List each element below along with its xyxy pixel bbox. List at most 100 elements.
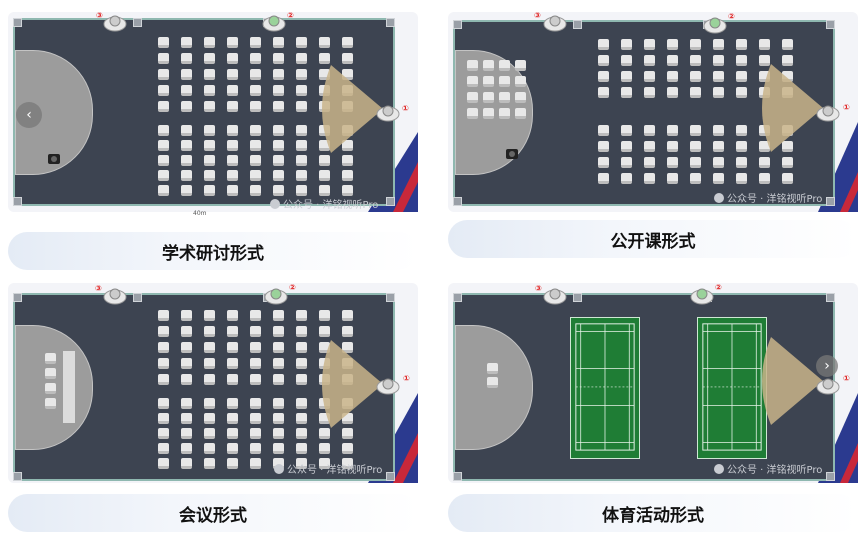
seat <box>227 155 238 166</box>
seat <box>319 428 330 439</box>
seat <box>342 185 353 196</box>
seat <box>342 458 353 469</box>
seat <box>342 170 353 181</box>
seat <box>296 125 307 136</box>
camera-device-icon <box>48 154 60 164</box>
seat <box>667 157 678 168</box>
seat <box>250 53 261 64</box>
seat <box>204 358 215 369</box>
seat <box>296 413 307 424</box>
seat <box>296 155 307 166</box>
seat <box>342 69 353 80</box>
seat <box>227 53 238 64</box>
court-lines <box>702 323 762 451</box>
seat <box>690 71 701 82</box>
seat <box>296 170 307 181</box>
room-floor <box>453 20 835 206</box>
seat <box>273 101 284 112</box>
layout-panel-sports[interactable]: ③ ② ① › 公众号 · 洋铭视听Pro <box>448 283 858 483</box>
seat <box>158 140 169 151</box>
seat <box>713 55 724 66</box>
seat <box>227 101 238 112</box>
room-floor <box>13 293 395 481</box>
seat <box>273 85 284 96</box>
seat <box>759 157 770 168</box>
seat <box>273 342 284 353</box>
seat <box>227 140 238 151</box>
seat <box>158 374 169 385</box>
seat <box>342 428 353 439</box>
seat <box>467 92 478 103</box>
seat <box>319 69 330 80</box>
prev-slide-button[interactable]: ‹ <box>16 102 42 128</box>
seat <box>250 140 261 151</box>
pillar <box>453 20 462 29</box>
seat <box>181 155 192 166</box>
seat <box>227 428 238 439</box>
badminton-court <box>697 317 767 459</box>
seat <box>736 71 747 82</box>
seat <box>296 69 307 80</box>
seat <box>782 39 793 50</box>
watermark: 公众号 · 洋铭视听Pro <box>714 461 822 476</box>
seat <box>227 358 238 369</box>
seat <box>296 358 307 369</box>
camera-number: ③ <box>95 284 102 293</box>
seat <box>736 39 747 50</box>
seat <box>273 310 284 321</box>
layout-label-academic[interactable]: 学术研讨形式 <box>8 232 418 270</box>
seat <box>499 92 510 103</box>
seat <box>644 55 655 66</box>
seat <box>250 413 261 424</box>
camera-beam <box>322 340 383 428</box>
seat <box>181 69 192 80</box>
seat <box>598 125 609 136</box>
seat <box>467 108 478 119</box>
next-slide-button[interactable]: › <box>816 355 838 377</box>
seat <box>227 342 238 353</box>
seat <box>204 443 215 454</box>
seat <box>45 368 56 379</box>
seat <box>713 173 724 184</box>
seat <box>782 141 793 152</box>
seat <box>736 141 747 152</box>
pillar <box>133 293 142 302</box>
layout-panel-open-class[interactable]: ③ ② ① 公众号 · 洋铭视听Pro <box>448 11 858 212</box>
seat <box>690 55 701 66</box>
seat <box>204 170 215 181</box>
seat <box>250 358 261 369</box>
pillar <box>826 472 835 481</box>
seat <box>45 383 56 394</box>
seat <box>499 76 510 87</box>
seat <box>319 342 330 353</box>
layout-label-open-class[interactable]: 公开课形式 <box>448 220 858 258</box>
camera-number: ③ <box>534 11 541 20</box>
seat <box>273 37 284 48</box>
seat <box>644 87 655 98</box>
layout-panel-meeting[interactable]: ③ ② ① 公众号 · 洋铭视听Pro <box>8 283 418 483</box>
seat <box>158 185 169 196</box>
seat <box>515 60 526 71</box>
seat <box>713 71 724 82</box>
seat <box>487 363 498 374</box>
seat <box>181 342 192 353</box>
layout-label-sports[interactable]: 体育活动形式 <box>448 494 858 532</box>
seat <box>204 458 215 469</box>
camera-icon <box>103 15 127 32</box>
layout-label-meeting[interactable]: 会议形式 <box>8 494 418 532</box>
seat <box>713 87 724 98</box>
seat <box>342 53 353 64</box>
room-floor <box>453 293 835 481</box>
seat <box>181 398 192 409</box>
layout-panel-academic[interactable]: ③ ② ① ‹ 公众号 · 洋铭视听Pro 40m <box>8 11 418 217</box>
seat <box>181 458 192 469</box>
pillar <box>13 472 22 481</box>
seat <box>250 458 261 469</box>
seat <box>158 342 169 353</box>
scale-label: 40m <box>193 210 207 217</box>
seat <box>273 125 284 136</box>
seat <box>598 157 609 168</box>
seat <box>227 185 238 196</box>
seat <box>181 374 192 385</box>
seat <box>181 101 192 112</box>
